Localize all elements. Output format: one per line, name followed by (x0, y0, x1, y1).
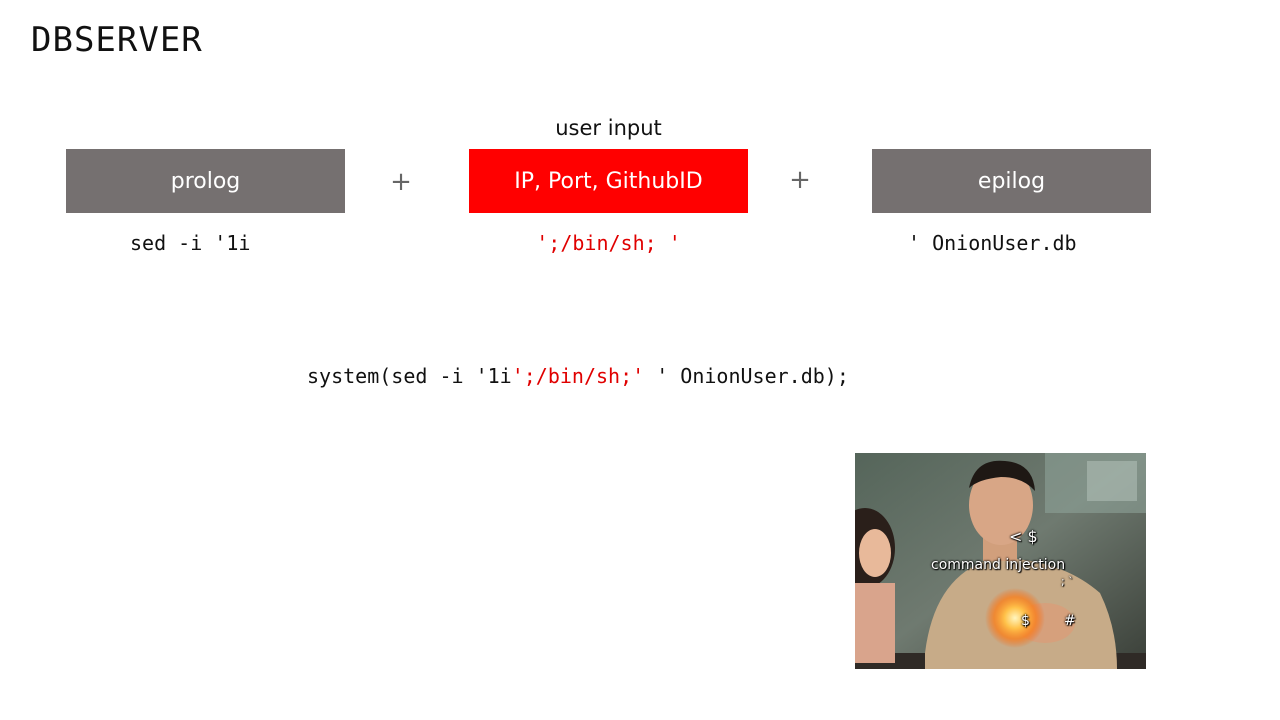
user-input-label: user input (555, 116, 662, 140)
epilog-code: ' OnionUser.db (908, 231, 1077, 255)
slide-title: DBSERVER (31, 20, 203, 60)
meme-photo-icon (855, 453, 1146, 669)
prolog-box: prolog (66, 149, 345, 213)
system-call-suffix: ' OnionUser.db); (644, 364, 849, 388)
system-call-line: system(sed -i '1i';/bin/sh;' ' OnionUser… (307, 364, 849, 388)
plus-operator-2: + (789, 165, 811, 195)
system-call-injected: ';/bin/sh;' (511, 364, 645, 388)
overlay-text-command-injection: command injection (931, 557, 1066, 573)
overlay-text-small: ; ` (1061, 575, 1074, 588)
user-input-box: IP, Port, GithubID (469, 149, 748, 213)
meme-photo: < $ command injection ; ` $ # (855, 453, 1146, 669)
overlay-text-dollar: $ (1021, 613, 1030, 629)
overlay-text-hash: # (1064, 613, 1076, 629)
prolog-code: sed -i '1i (130, 231, 251, 255)
system-call-prefix: system(sed -i '1i (307, 364, 512, 388)
plus-operator-1: + (390, 167, 412, 197)
overlay-text-top: < $ (1009, 527, 1038, 546)
epilog-box: epilog (872, 149, 1151, 213)
user-input-code: ';/bin/sh; ' (536, 231, 681, 255)
